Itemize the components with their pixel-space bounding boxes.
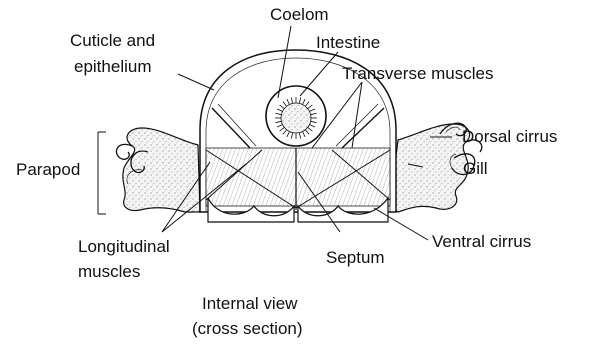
left-parapod — [116, 128, 200, 212]
label-longitudinal-line1: Longitudinal — [78, 237, 170, 256]
caption-line2: (cross section) — [192, 319, 303, 338]
label-ventral-cirrus: Ventral cirrus — [432, 232, 531, 251]
label-cuticle-line2: epithelium — [74, 57, 152, 76]
muscle-block — [206, 148, 390, 206]
label-cuticle-line1: Cuticle and — [70, 31, 155, 50]
label-longitudinal-line2: muscles — [78, 262, 140, 281]
label-transverse-muscles: Transverse muscles — [342, 64, 493, 83]
label-parapod: Parapod — [16, 160, 80, 179]
intestine-shape — [266, 86, 326, 146]
label-coelom: Coelom — [270, 5, 329, 24]
label-gill: Gill — [463, 159, 488, 178]
label-intestine: Intestine — [316, 33, 380, 52]
caption-line1: Internal view — [202, 294, 298, 313]
label-dorsal-cirrus: Dorsal cirrus — [462, 127, 557, 146]
label-septum: Septum — [326, 248, 385, 267]
